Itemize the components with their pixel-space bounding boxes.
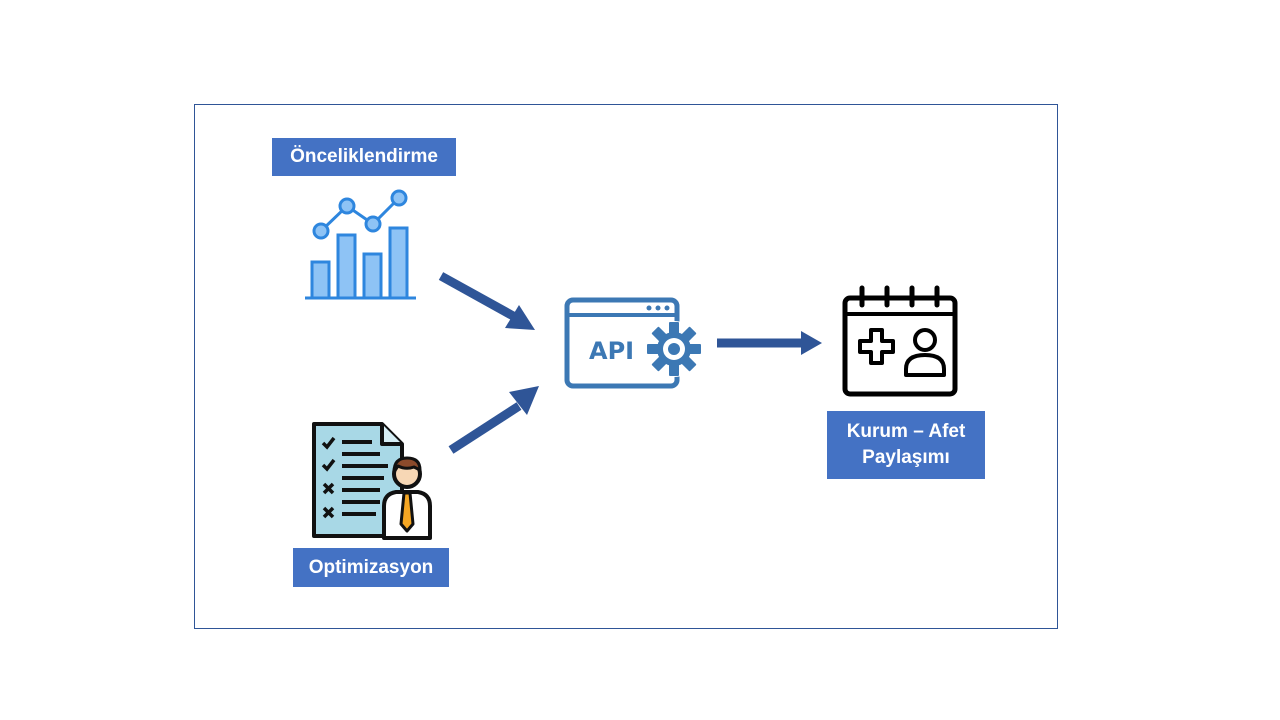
arrow-optimization-to-api xyxy=(448,386,539,454)
bar-line-chart-icon xyxy=(305,189,416,300)
sharing-label-line2: Paylaşımı xyxy=(862,447,950,468)
sharing-label: Kurum – Afet Paylaşımı xyxy=(827,411,985,479)
diagram-frame xyxy=(194,104,1058,629)
arrow-api-to-sharing xyxy=(717,331,822,355)
optimization-label: Optimizasyon xyxy=(293,548,449,587)
prioritization-label: Önceliklendirme xyxy=(272,138,456,176)
api-gear-icon: API xyxy=(563,297,705,389)
api-text: API xyxy=(589,337,634,365)
calendar-medical-user-icon xyxy=(842,285,958,397)
sharing-label-line1: Kurum – Afet xyxy=(846,421,966,443)
checklist-person-icon xyxy=(312,422,432,540)
api-window-graphic: API xyxy=(564,297,702,389)
arrow-prioritization-to-api xyxy=(438,272,535,330)
